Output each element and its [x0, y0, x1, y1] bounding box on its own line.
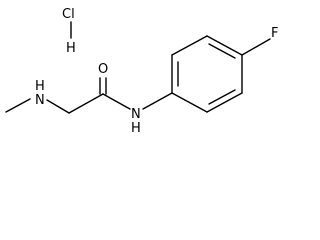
chemical-structure: Cl H H N O N H F [5, 7, 278, 136]
hydrogen-label: H [66, 41, 76, 56]
amide-h-label: H [131, 121, 141, 136]
chlorine-label: Cl [62, 7, 75, 22]
amine-n-label: N [35, 93, 45, 108]
ring-f-bond [241, 38, 271, 56]
fluorine-label: F [271, 26, 278, 41]
carbonyl-o-label: O [98, 62, 108, 77]
n-ch2-bond [46, 99, 70, 114]
ring-double-bond-b [208, 43, 236, 59]
amine-h-label: H [35, 79, 45, 94]
ring-bond-2 [171, 35, 208, 56]
methyl-n-bond [5, 98, 31, 113]
ring-bond-6 [171, 92, 208, 113]
n-ring-bond [142, 92, 173, 110]
carbonyl-n-bond [102, 93, 131, 110]
ring-bond-3 [206, 35, 243, 56]
amide-n-label: N [131, 107, 141, 122]
ch2-carbonyl-bond [68, 93, 104, 114]
ring-bond-5 [206, 92, 243, 113]
ring-double-bond-c [208, 89, 236, 105]
